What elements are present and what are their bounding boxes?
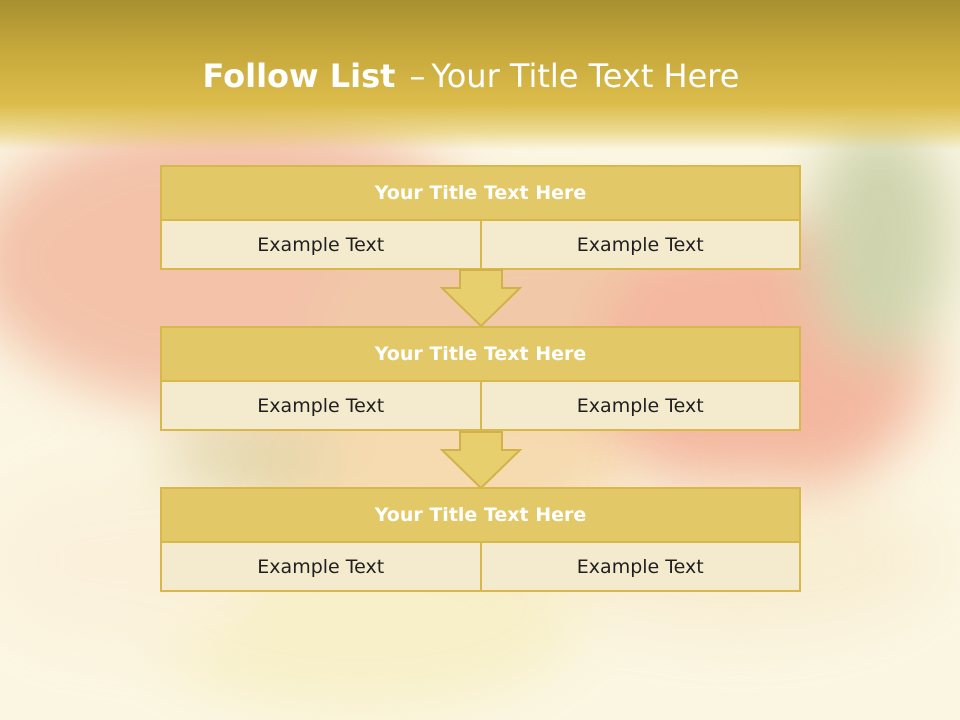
title-bar [0, 0, 960, 150]
slide-title-separator: – [409, 57, 426, 95]
step-block-3: Your Title Text Here Example Text Exampl… [160, 487, 801, 592]
step-cell-right: Example Text [479, 221, 799, 268]
down-arrow-icon [439, 431, 523, 490]
step-cell-left: Example Text [162, 221, 480, 268]
step-block-1: Your Title Text Here Example Text Exampl… [160, 165, 801, 270]
step-row: Example Text Example Text [160, 382, 801, 431]
step-cell-right: Example Text [479, 382, 799, 429]
step-title: Your Title Text Here [160, 487, 801, 543]
slide-title: Follow List–Your Title Text Here [0, 56, 942, 96]
step-cell-right: Example Text [479, 543, 799, 590]
step-title: Your Title Text Here [160, 326, 801, 382]
slide-title-rest: Your Title Text Here [431, 57, 740, 95]
slide-title-bold: Follow List [202, 57, 396, 95]
step-block-2: Your Title Text Here Example Text Exampl… [160, 326, 801, 431]
step-cell-left: Example Text [162, 382, 480, 429]
step-title: Your Title Text Here [160, 165, 801, 221]
step-row: Example Text Example Text [160, 221, 801, 270]
step-row: Example Text Example Text [160, 543, 801, 592]
down-arrow-icon [439, 269, 523, 328]
step-cell-left: Example Text [162, 543, 480, 590]
